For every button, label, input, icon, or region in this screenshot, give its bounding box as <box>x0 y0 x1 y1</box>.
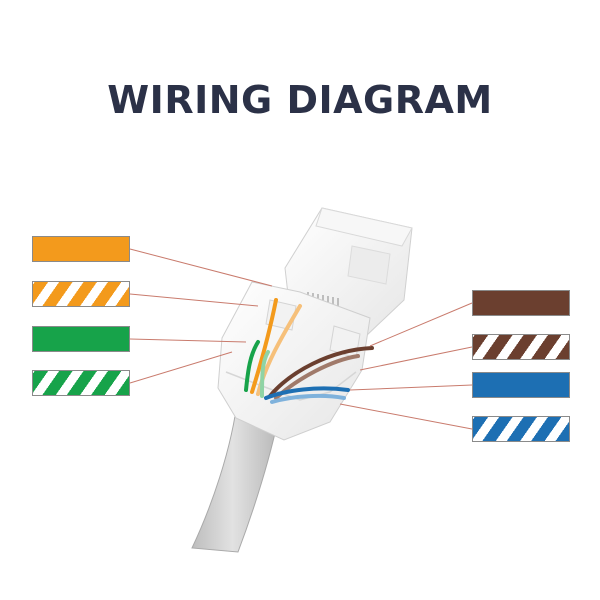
swatch-orange-solid <box>32 236 130 262</box>
swatch-blue-solid <box>472 372 570 398</box>
swatch-brown-white-striped <box>472 334 570 360</box>
swatch-green-solid <box>32 326 130 352</box>
swatch-blue-white-striped <box>472 416 570 442</box>
swatch-brown-solid <box>472 290 570 316</box>
ethernet-cable <box>191 394 283 553</box>
swatch-orange-white-striped <box>32 281 130 307</box>
diagram-title: WIRING DIAGRAM <box>107 78 493 122</box>
jack-lower-body <box>217 281 371 441</box>
swatch-green-white-striped <box>32 370 130 396</box>
